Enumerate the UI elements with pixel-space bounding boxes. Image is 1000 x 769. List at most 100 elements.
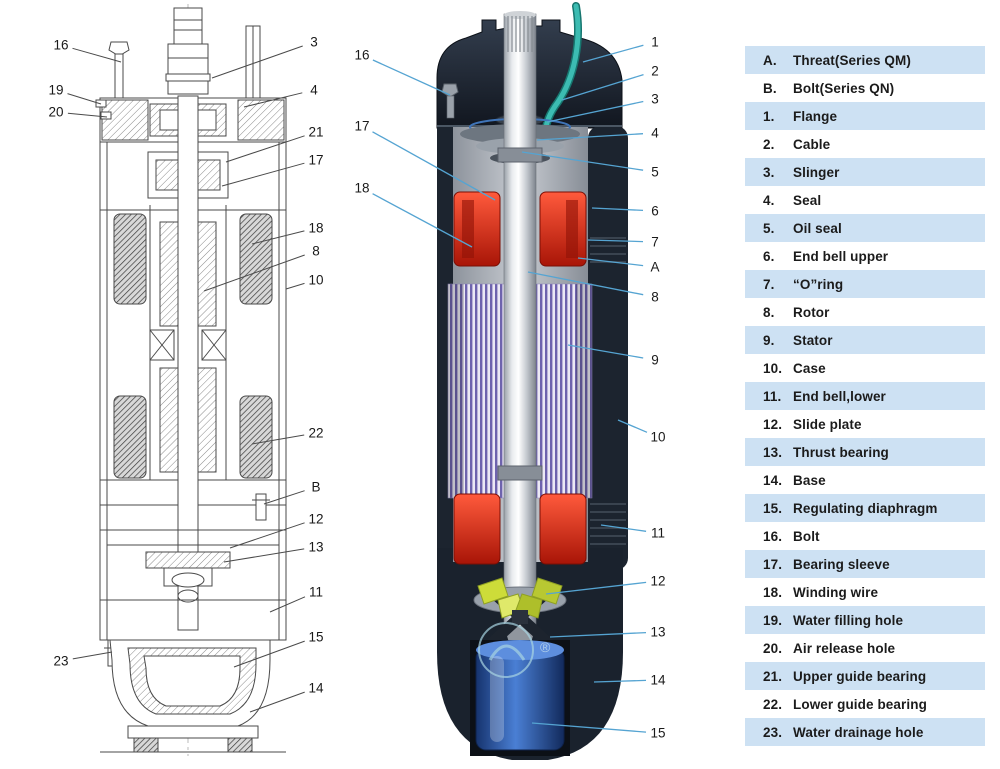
- callout-left-22: 22: [308, 425, 324, 441]
- legend-row-id: 9.: [763, 332, 775, 348]
- legend-row-id: 15.: [763, 500, 783, 516]
- legend-row-label: Air release hole: [793, 640, 896, 656]
- callout-left-4: 4: [310, 82, 318, 98]
- callout-left-19: 19: [48, 82, 64, 98]
- legend-row-label: End bell,lower: [793, 388, 886, 404]
- legend-row-label: Water filling hole: [793, 612, 904, 628]
- registered-mark: ®: [540, 639, 551, 655]
- shaft: [497, 11, 543, 658]
- legend-row-id: 20.: [763, 640, 783, 656]
- legend-row-14: 14. Base: [745, 466, 985, 494]
- legend-row-label: Rotor: [793, 304, 830, 320]
- legend-row-label: “O”ring: [793, 276, 844, 292]
- callout-middle-12: 12: [650, 573, 666, 589]
- legend-row-label: Slinger: [793, 164, 840, 180]
- legend-row-17: 17.Bearing sleeve: [745, 550, 985, 578]
- legend-row-label: Stator: [793, 332, 833, 348]
- legend-row-id: 1.: [763, 108, 775, 124]
- legend-row-label: Case: [793, 360, 826, 376]
- callout-left-3: 3: [310, 34, 318, 50]
- callout-left-20: 20: [48, 104, 64, 120]
- legend-row-7: 7.“O”ring: [745, 270, 985, 298]
- legend-row-15: 15. Regulating diaphragm: [745, 494, 985, 522]
- legend-row-23: 23. Water drainage hole: [745, 718, 985, 746]
- legend-row-16: 16. Bolt: [745, 522, 985, 550]
- technical-cross-section-art: [95, 4, 287, 756]
- legend-row-id: B.: [763, 80, 777, 96]
- legend-row-label: Regulating diaphragm: [793, 500, 938, 516]
- legend-row-1: 1. Flange: [745, 102, 985, 130]
- callout-middle-18: 18: [354, 180, 370, 196]
- base-bowl: [109, 639, 271, 727]
- callout-middle-7: 7: [651, 234, 659, 250]
- callout-middle-17: 17: [354, 118, 370, 134]
- legend-row-label: Bolt(Series QN): [793, 80, 895, 96]
- legend-row-label: Thrust bearing: [793, 444, 889, 460]
- callout-middle-10: 10: [650, 429, 666, 445]
- legend-row-label: Base: [793, 472, 826, 488]
- legend-row-id: 11.: [763, 388, 782, 404]
- callout-middle-8: 8: [651, 289, 659, 305]
- callout-left-B: B: [311, 479, 321, 495]
- legend-row-3: 3. Slinger: [745, 158, 985, 186]
- legend-row-B: B. Bolt(Series QN): [745, 74, 985, 102]
- legend-row-id: 22.: [763, 696, 783, 712]
- callout-middle-13: 13: [650, 624, 666, 640]
- callout-middle-11: 11: [650, 525, 666, 541]
- legend-row-label: Oil seal: [793, 220, 842, 236]
- legend-row-2: 2.Cable: [745, 130, 985, 158]
- legend-row-id: 16.: [763, 528, 783, 544]
- callout-left-23: 23: [53, 653, 69, 669]
- legend-row-8: 8. Rotor: [745, 298, 985, 326]
- legend-row-id: A.: [763, 52, 777, 68]
- legend-row-id: 3.: [763, 164, 775, 180]
- legend-row-id: 6.: [763, 248, 775, 264]
- cable-pipe: [245, 25, 261, 99]
- legend-row-13: 13. Thrust bearing: [745, 438, 985, 466]
- callout-middle-9: 9: [651, 352, 659, 368]
- legend-row-20: 20. Air release hole: [745, 634, 985, 662]
- callout-left-12: 12: [308, 511, 324, 527]
- legend-row-11: 11. End bell,lower: [745, 382, 985, 410]
- legend-row-9: 9. Stator: [745, 326, 985, 354]
- legend-row-id: 10.: [763, 360, 783, 376]
- shaft-top: [165, 7, 211, 95]
- legend-row-id: 5.: [763, 220, 775, 236]
- callout-middle-A: A: [650, 259, 660, 275]
- legend-row-id: 13.: [763, 444, 783, 460]
- legend-row-label: Water drainage hole: [793, 724, 924, 740]
- shaft: [177, 95, 199, 631]
- callout-middle-14: 14: [650, 672, 666, 688]
- legend-row-id: 4.: [763, 192, 775, 208]
- legend-row-label: Upper guide bearing: [793, 668, 927, 684]
- legend-row-6: 6.End bell upper: [745, 242, 985, 270]
- legend-row-21: 21.Upper guide bearing: [745, 662, 985, 690]
- callout-middle-4: 4: [651, 125, 659, 141]
- legend-row-5: 5. Oil seal: [745, 214, 985, 242]
- parts-legend: A.Threat(Series QM) B. Bolt(Series QN) 1. Fl…: [745, 46, 985, 746]
- callout-middle-16: 16: [354, 47, 370, 63]
- legend-row-label: Bolt: [793, 528, 820, 544]
- callout-left-17: 17: [308, 152, 324, 168]
- legend-row-id: 14.: [763, 472, 783, 488]
- watermark-logo: ®: [478, 622, 551, 678]
- callout-middle-15: 15: [650, 725, 666, 741]
- legend-row-id: 23.: [763, 724, 783, 740]
- legend-row-label: Slide plate: [793, 416, 862, 432]
- callout-middle-2: 2: [651, 63, 659, 79]
- legend-row-id: 8.: [763, 304, 775, 320]
- callout-left-18: 18: [308, 220, 324, 236]
- callout-left-21: 21: [308, 124, 324, 140]
- callout-left-11: 11: [308, 584, 324, 600]
- callout-middle-5: 5: [651, 164, 659, 180]
- legend-row-label: Flange: [793, 108, 838, 124]
- callout-middle-6: 6: [651, 203, 659, 219]
- callout-left-15: 15: [308, 629, 324, 645]
- legend-row-id: 18.: [763, 584, 783, 600]
- legend-row-4: 4.Seal: [745, 186, 985, 214]
- legend-row-A: A.Threat(Series QM): [745, 46, 985, 74]
- callout-left-14: 14: [308, 680, 324, 696]
- legend-row-12: 12.Slide plate: [745, 410, 985, 438]
- bearing-symbols: [149, 329, 227, 361]
